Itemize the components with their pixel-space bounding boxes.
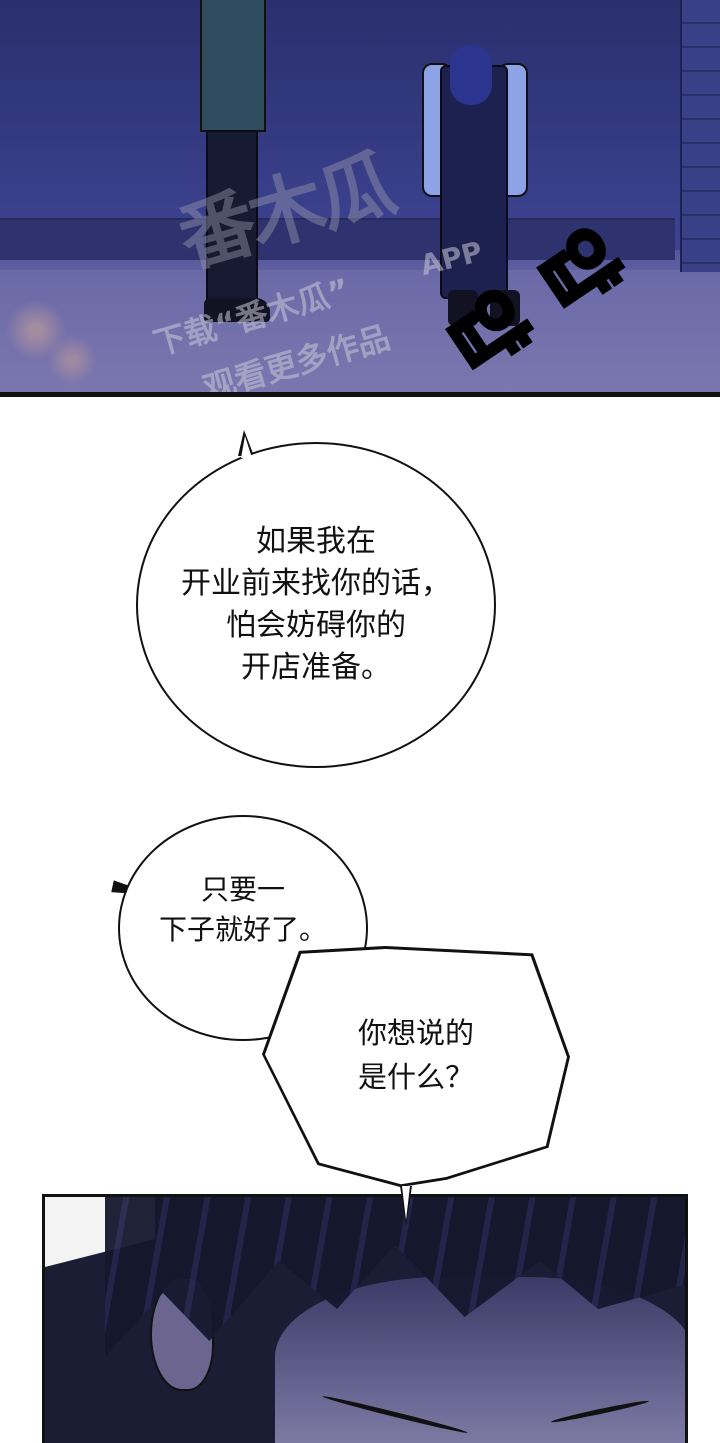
panel-closeup-face bbox=[42, 1194, 688, 1443]
speech-text: 只要一 下子就好了。 bbox=[158, 873, 327, 946]
patterned-shirt bbox=[200, 0, 266, 132]
shoe-left bbox=[448, 290, 478, 326]
panel-border bbox=[0, 392, 720, 397]
bowed-head bbox=[450, 45, 492, 105]
speech-bubble-2: 只要一 下子就好了。 bbox=[118, 815, 368, 1041]
bubble-tail-fill bbox=[402, 1186, 410, 1220]
speech-bubble-1: 如果我在 开业前来找你的话， 怕会妨碍你的 开店准备。 bbox=[136, 442, 496, 768]
standing-man-figure bbox=[200, 0, 270, 322]
pavement bbox=[0, 270, 720, 392]
shoe-right bbox=[490, 290, 520, 326]
speech-text: 你想说的 是什么？ bbox=[357, 1016, 474, 1094]
building-wall bbox=[0, 0, 680, 250]
panel-street-scene: 番木瓜 下载“番木瓜” APP 观看更多作品 얍얍 bbox=[0, 0, 720, 392]
bowing-man-figure bbox=[420, 45, 528, 330]
speech-text: 如果我在 开业前来找你的话， 怕会妨碍你的 开店准备。 bbox=[181, 524, 451, 685]
wall-ledge bbox=[0, 218, 675, 260]
shoe bbox=[204, 298, 270, 322]
speech-bubble-3: 你想说的 是什么？ bbox=[265, 949, 567, 1185]
brick-pillar bbox=[680, 0, 720, 272]
dark-trousers bbox=[206, 130, 258, 304]
bubble-tail-fill bbox=[241, 436, 252, 458]
bokeh-lights bbox=[0, 240, 120, 390]
